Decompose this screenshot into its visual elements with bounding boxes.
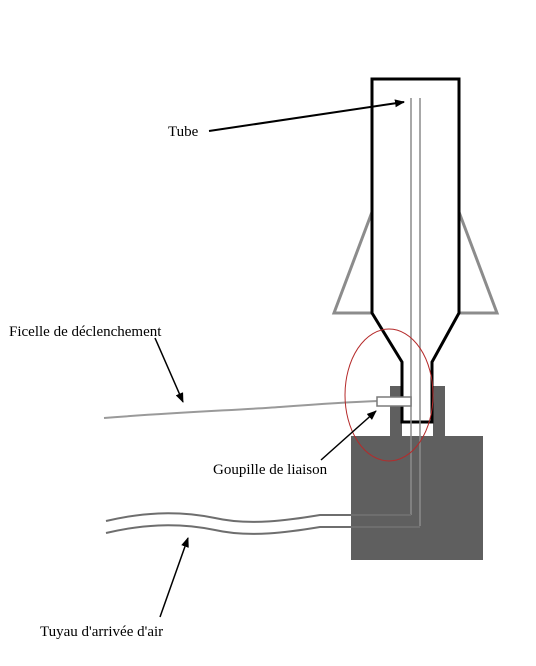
connecting-pin	[376, 396, 412, 407]
air-pipe-label: Tuyau d'arrivée d'air	[40, 624, 163, 640]
tube-label: Tube	[168, 124, 199, 140]
trigger-string	[103, 400, 379, 419]
left-fin	[331, 211, 374, 315]
connecting-pin-arrow	[320, 410, 377, 461]
support-post-right	[433, 386, 445, 438]
trigger-string-label: Ficelle de déclenchement	[9, 324, 162, 340]
air-pipe-outer	[105, 512, 411, 523]
trigger-string-arrow	[154, 337, 184, 403]
rocket-body-outline	[370, 77, 461, 424]
air-pipe-inner	[105, 524, 420, 535]
air-pipe-arrow	[159, 537, 189, 618]
tube-arrow	[208, 99, 405, 132]
connecting-pin-label: Goupille de liaison	[213, 462, 328, 478]
highlight-circle	[344, 328, 434, 462]
launch-base	[351, 436, 483, 560]
right-fin	[457, 211, 500, 315]
support-post-left	[390, 386, 402, 438]
